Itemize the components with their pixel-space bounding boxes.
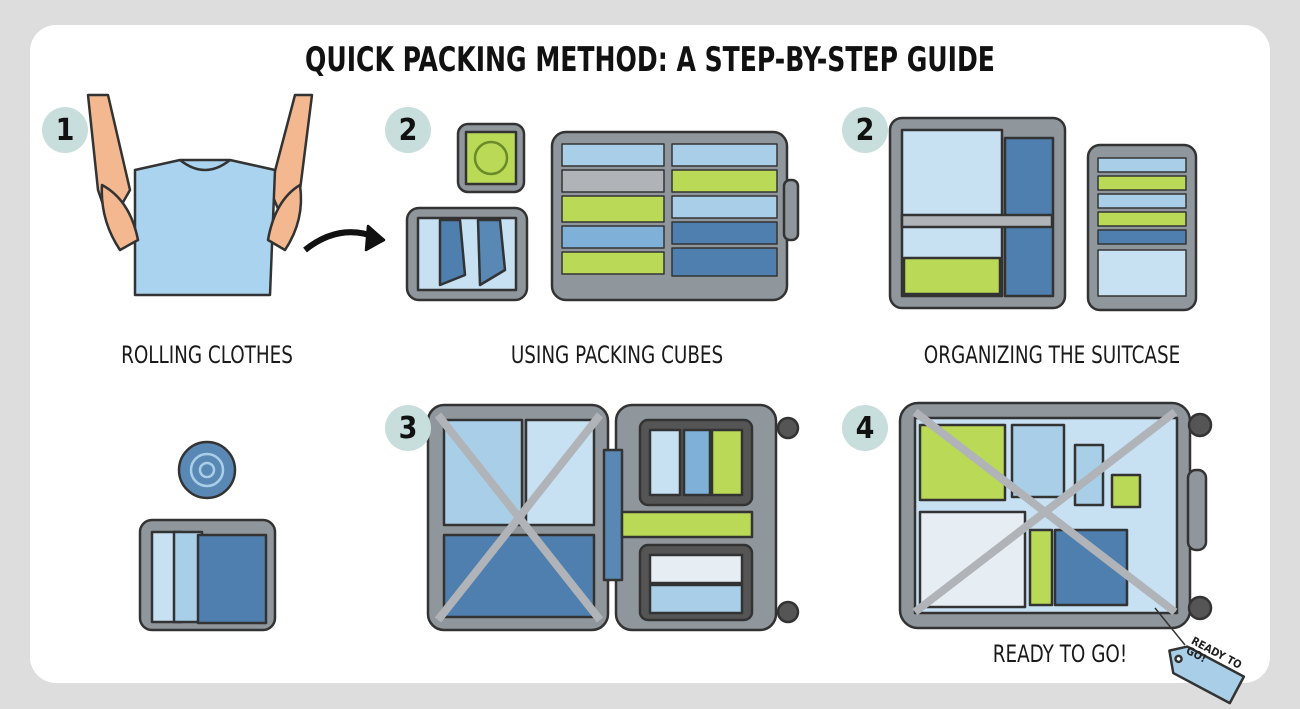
step-label: ORGANIZING THE SUITCASE [923, 341, 1181, 369]
step-badge: 4 [842, 405, 888, 451]
step-badge: 1 [42, 107, 88, 153]
organized-suitcase-illustration [888, 116, 1198, 312]
luggage-tag [1168, 645, 1246, 705]
step-badge: 2 [385, 107, 431, 153]
open-suitcase-illustration [426, 403, 800, 632]
rolled-clothes-cube [138, 440, 277, 632]
step-badge: 2 [842, 107, 888, 153]
packing-cubes-illustration [405, 122, 800, 302]
page-title: QUICK PACKING METHOD: A STEP-BY-STEP GUI… [305, 40, 995, 80]
folding-shirt-illustration [86, 93, 314, 297]
step-label: READY TO GO! [992, 640, 1128, 668]
step-label: ROLLING CLOTHES [121, 341, 293, 369]
ready-suitcase-illustration [898, 401, 1213, 646]
step-badge: 3 [385, 405, 431, 451]
step-label: USING PACKING CUBES [510, 341, 724, 369]
